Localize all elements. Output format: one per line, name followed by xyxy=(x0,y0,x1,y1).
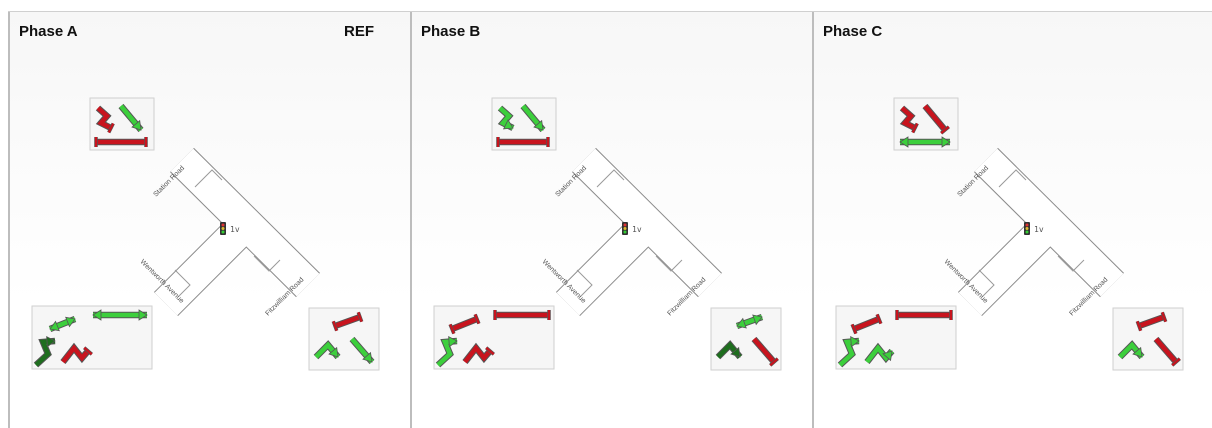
pedestrian-crossing xyxy=(1138,314,1165,329)
lane-markings xyxy=(576,169,683,298)
traffic-signal-icon xyxy=(622,222,628,235)
left-turn-arrow xyxy=(900,106,917,131)
signal-label: 1v xyxy=(230,225,240,234)
pedestrian-crossing-short xyxy=(451,316,478,332)
signal-box-southwest xyxy=(31,305,153,370)
traffic-signal-icon xyxy=(1024,222,1030,235)
straight-arrow xyxy=(752,337,776,364)
left-turn-arrow xyxy=(463,344,492,364)
traffic-signal-icon xyxy=(220,222,226,235)
signal-box-southeast xyxy=(710,307,782,371)
pedestrian-crossing-short xyxy=(853,316,880,332)
phase-title: Phase A xyxy=(19,23,78,40)
pedestrian-crossing xyxy=(334,314,361,329)
top-divider xyxy=(8,11,1212,12)
straight-arrow xyxy=(1154,337,1178,364)
reference-badge: REF xyxy=(344,23,374,40)
left-turn-arrow xyxy=(61,344,90,364)
phase-title: Phase C xyxy=(823,23,883,40)
lane-markings xyxy=(978,169,1085,298)
signal-box-north xyxy=(89,97,155,151)
junction-roads xyxy=(153,147,320,317)
signal-label: 1v xyxy=(632,225,642,234)
junction-roads xyxy=(555,147,722,317)
signal-box-southwest xyxy=(433,305,555,370)
signal-box-southeast xyxy=(1112,307,1184,371)
signal-box-north xyxy=(893,97,959,151)
signal-box-southwest xyxy=(835,305,957,370)
signal-box-north xyxy=(491,97,557,151)
phase-title: Phase B xyxy=(421,23,481,40)
signal-label: 1v xyxy=(1034,225,1044,234)
signal-box-southeast xyxy=(308,307,380,371)
lane-markings xyxy=(174,169,281,298)
left-turn-arrow xyxy=(96,106,113,131)
junction-roads xyxy=(957,147,1124,317)
straight-arrow xyxy=(923,104,947,132)
